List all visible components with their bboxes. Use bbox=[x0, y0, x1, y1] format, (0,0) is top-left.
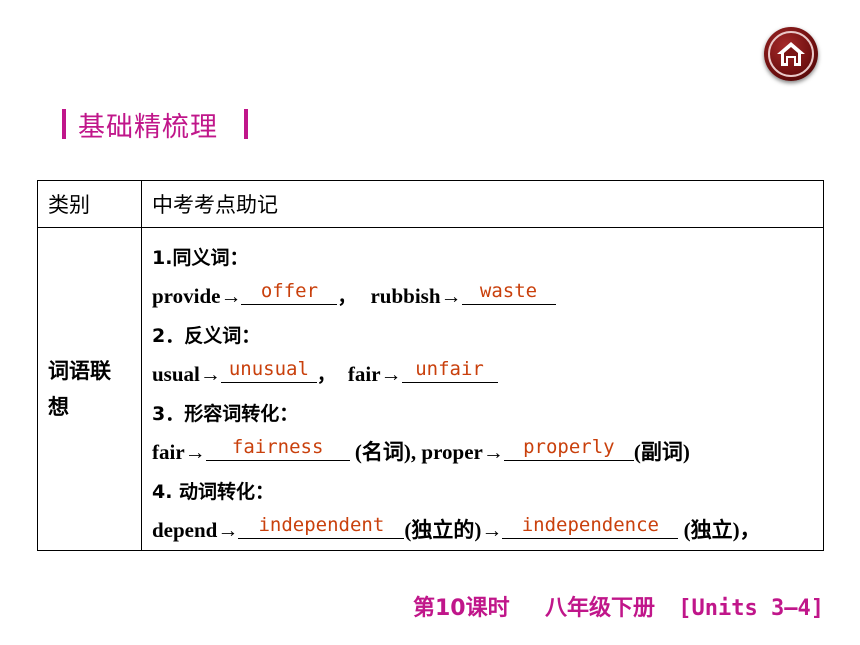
table-header-row: 类别 中考考点助记 bbox=[37, 180, 824, 228]
provide-blank[interactable]: offer bbox=[241, 278, 338, 305]
comma: ， bbox=[316, 364, 336, 386]
fair2-word: fair→ bbox=[152, 440, 206, 464]
adjective-title: 3．形容词转化： bbox=[152, 403, 299, 425]
header-hints: 中考考点助记 bbox=[141, 180, 824, 228]
table-row: 词语联想 1.同义词： provide→ offer ， rubbish→ waste … bbox=[37, 227, 824, 551]
fair-word: fair→ bbox=[347, 362, 402, 386]
independent-blank[interactable]: independent bbox=[238, 512, 405, 539]
properly-blank[interactable]: properly bbox=[503, 434, 634, 461]
verb-title-row: 4. 动词转化： bbox=[152, 472, 823, 511]
comma: ， bbox=[337, 286, 357, 308]
synonym-title: 1.同义词： bbox=[152, 247, 249, 269]
usual-answer: unusual bbox=[228, 358, 309, 380]
usual-word: usual→ bbox=[152, 362, 221, 386]
section-title: 基础精梳理 bbox=[78, 111, 218, 143]
synonym-row: provide→ offer ， rubbish→ waste bbox=[152, 277, 823, 316]
rubbish-blank[interactable]: waste bbox=[461, 278, 556, 305]
rubbish-word: rubbish→ bbox=[370, 284, 462, 308]
heading-bar-left bbox=[62, 109, 66, 139]
usual-blank[interactable]: unusual bbox=[220, 356, 317, 383]
adjective-title-row: 3．形容词转化： bbox=[152, 394, 823, 433]
heading-bar-right bbox=[244, 109, 248, 139]
antonym-row: usual→ unusual ， fair→ unfair bbox=[152, 355, 823, 394]
fairness-blank[interactable]: fairness bbox=[205, 434, 350, 461]
adjective-row: fair→ fairness (名词), proper→ properly (副词) bbox=[152, 433, 823, 472]
home-button-ring bbox=[768, 31, 814, 77]
hints-cell: 1.同义词： provide→ offer ， rubbish→ waste 2．反义词… bbox=[141, 227, 824, 551]
grade-label: 八年级下册 bbox=[544, 596, 655, 621]
provide-answer: offer bbox=[260, 280, 319, 302]
category-cell: 词语联想 bbox=[37, 227, 142, 551]
verb-row: depend→ independent (独立的)→ independence (独立… bbox=[152, 511, 823, 550]
properly-answer: properly bbox=[523, 436, 615, 458]
antonym-title: 2．反义词： bbox=[152, 325, 261, 347]
antonym-title-row: 2．反义词： bbox=[152, 316, 823, 355]
adverb-note: (副词) bbox=[633, 440, 690, 464]
depend-word: depend→ bbox=[152, 518, 239, 542]
independent-answer: independent bbox=[258, 514, 385, 536]
independence-answer: independence bbox=[521, 514, 659, 536]
fair-answer: unfair bbox=[415, 358, 484, 380]
vocabulary-table: 类别 中考考点助记 词语联想 1.同义词： provide→ offer ， rubb… bbox=[37, 180, 824, 551]
units-label: [Units 3—4] bbox=[678, 596, 824, 621]
fairness-answer: fairness bbox=[231, 436, 324, 458]
home-button[interactable] bbox=[764, 27, 818, 81]
synonym-title-row: 1.同义词： bbox=[152, 238, 823, 277]
lesson-label: 第10课时 bbox=[412, 596, 510, 621]
independent-note: (独立的)→ bbox=[404, 518, 503, 542]
header-category: 类别 bbox=[37, 180, 142, 228]
home-icon bbox=[777, 42, 805, 66]
independence-note: (独立)， bbox=[683, 518, 761, 542]
rubbish-answer: waste bbox=[479, 280, 538, 302]
independence-blank[interactable]: independence bbox=[502, 512, 679, 539]
fair-blank[interactable]: unfair bbox=[401, 356, 498, 383]
section-heading: 基础精梳理 bbox=[62, 108, 248, 143]
footer-caption: 第10课时 八年级下册 [Units 3—4] bbox=[413, 590, 824, 622]
verb-title: 4. 动词转化： bbox=[152, 481, 275, 503]
provide-word: provide→ bbox=[152, 284, 242, 308]
category-label: 词语联想 bbox=[48, 359, 111, 419]
noun-note: (名词), proper→ bbox=[354, 440, 504, 464]
